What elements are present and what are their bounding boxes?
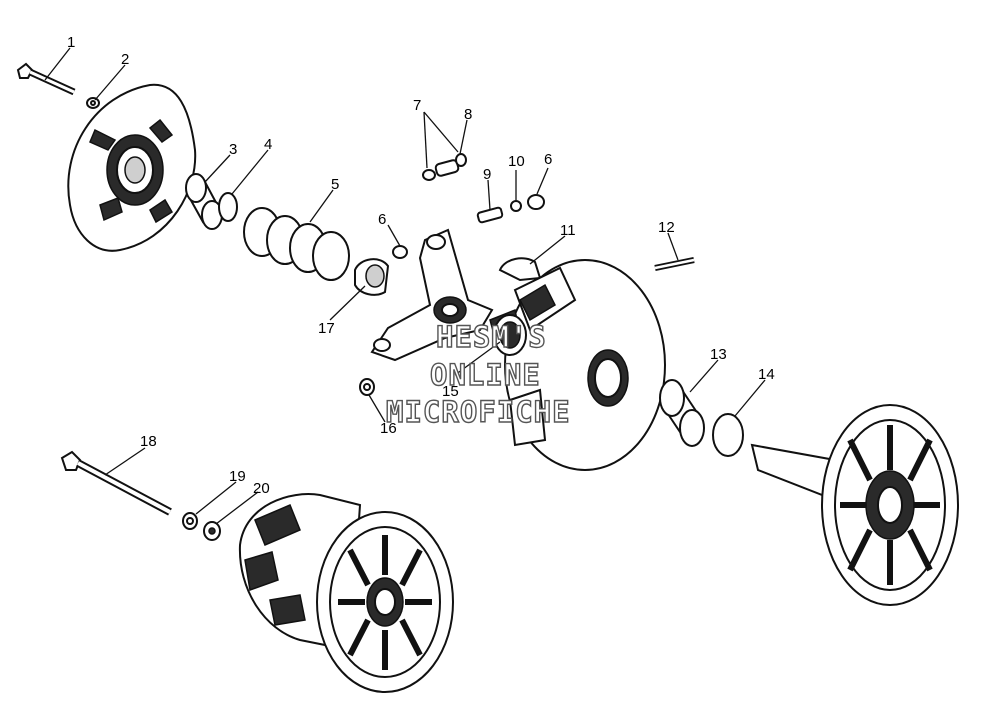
callout-19: 19 xyxy=(229,468,246,485)
spider-cover xyxy=(67,83,197,252)
moveable-sheave xyxy=(489,259,666,471)
callout-5: 5 xyxy=(331,176,339,193)
callout-17: 17 xyxy=(318,320,335,337)
part-19-washer xyxy=(182,512,198,530)
part-6-roller-right xyxy=(527,194,545,210)
spider-arm xyxy=(370,228,494,362)
callout-15: 15 xyxy=(442,383,459,400)
part-5-spring xyxy=(243,207,350,281)
callout-13: 13 xyxy=(710,346,727,363)
part-10-washer xyxy=(510,200,522,212)
callout-12: 12 xyxy=(658,219,675,236)
part-12-pin xyxy=(654,257,695,271)
part-4-ring xyxy=(218,192,238,222)
callout-20: 20 xyxy=(253,480,270,497)
part-17-clip xyxy=(354,258,390,296)
fixed-sheave xyxy=(750,404,959,606)
watermark-line-1: HESM'S xyxy=(436,320,547,354)
watermark-line-3: MICROFICHE xyxy=(386,395,571,429)
callout-2: 2 xyxy=(121,51,129,68)
part-15-seal xyxy=(493,314,527,356)
callout-4: 4 xyxy=(264,136,272,153)
part-1-bolt xyxy=(16,62,76,96)
assembled-clutch xyxy=(238,493,454,693)
part-3-bushing xyxy=(185,173,223,230)
callout-16: 16 xyxy=(380,420,397,437)
callout-14: 14 xyxy=(758,366,775,383)
callout-7: 7 xyxy=(413,97,421,114)
part-2-washer xyxy=(86,97,100,109)
part-14-ring xyxy=(712,413,744,457)
callout-18: 18 xyxy=(140,433,157,450)
callout-3: 3 xyxy=(229,141,237,158)
callout-6b: 6 xyxy=(544,151,552,168)
watermark: HESM'S ONLINE MICROFICHE xyxy=(385,319,571,429)
callout-11: 11 xyxy=(560,222,576,239)
callout-10: 10 xyxy=(508,153,525,170)
callout-numbers: 1 2 3 4 5 6 7 8 9 10 6 11 12 17 15 16 13… xyxy=(67,34,775,497)
callout-1: 1 xyxy=(67,34,75,51)
part-20-nut xyxy=(203,521,221,541)
callout-8: 8 xyxy=(464,106,472,123)
part-6-roller-left xyxy=(392,245,408,259)
callout-9: 9 xyxy=(483,166,491,183)
watermark-line-2: ONLINE xyxy=(430,358,541,392)
part-9-pin xyxy=(476,206,504,224)
leader-lines xyxy=(44,47,766,525)
part-16-nut xyxy=(359,378,375,396)
part-18-bolt xyxy=(60,450,172,516)
part-7-8-pin xyxy=(422,153,467,181)
callout-6a: 6 xyxy=(378,211,386,228)
part-13-bushing xyxy=(659,379,705,447)
